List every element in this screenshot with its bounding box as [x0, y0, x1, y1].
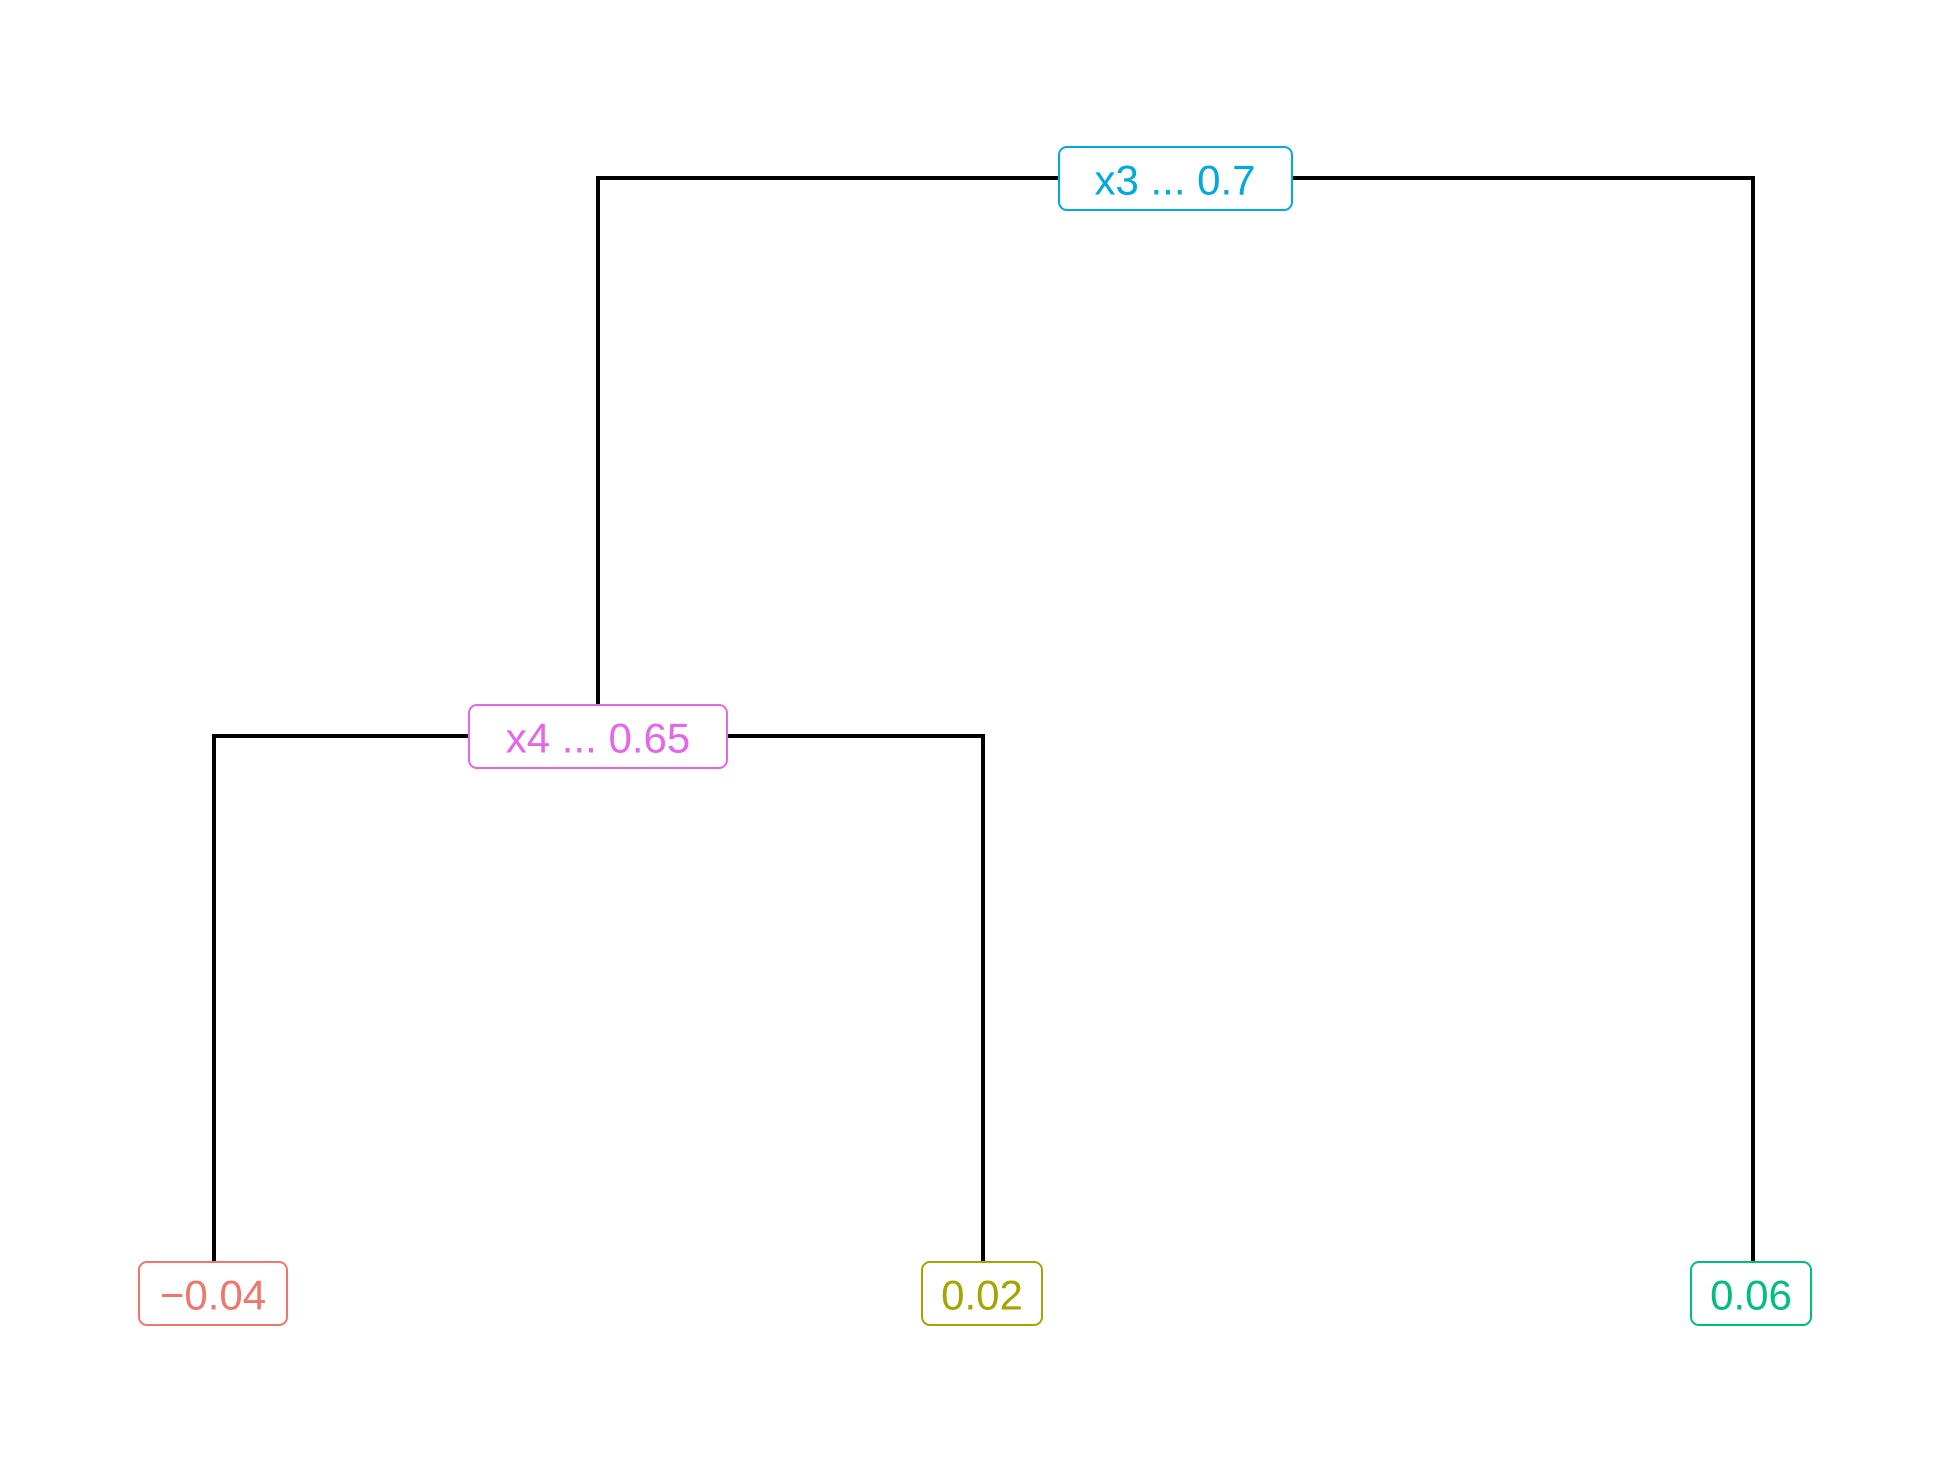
edge-split-x4-to-leaf-m004: [212, 734, 472, 1295]
leaf-node-006-label: 0.06: [1710, 1272, 1792, 1319]
node-root-label: x3 ... 0.7: [1094, 157, 1255, 204]
leaf-node-m004: −0.04: [138, 1261, 288, 1326]
edge-split-x4-to-leaf-002: [724, 734, 985, 1295]
edge-root-to-leaf-006: [1288, 176, 1755, 1295]
node-split-x4: x4 ... 0.65: [468, 704, 728, 769]
leaf-node-002: 0.02: [921, 1261, 1043, 1326]
leaf-node-006: 0.06: [1690, 1261, 1812, 1326]
leaf-node-m004-box: [138, 1261, 288, 1326]
leaf-node-m004-label: −0.04: [160, 1272, 266, 1319]
leaf-node-002-label: 0.02: [941, 1272, 1023, 1319]
node-root-box: [1058, 146, 1293, 211]
leaf-node-002-box: [921, 1261, 1043, 1326]
leaf-node-006-box: [1690, 1261, 1812, 1326]
node-split-x4-label: x4 ... 0.65: [506, 715, 690, 762]
node-split-x4-box: [468, 704, 728, 769]
edge-root-to-split-x4: [596, 176, 1067, 738]
node-root: x3 ... 0.7: [1058, 146, 1293, 211]
